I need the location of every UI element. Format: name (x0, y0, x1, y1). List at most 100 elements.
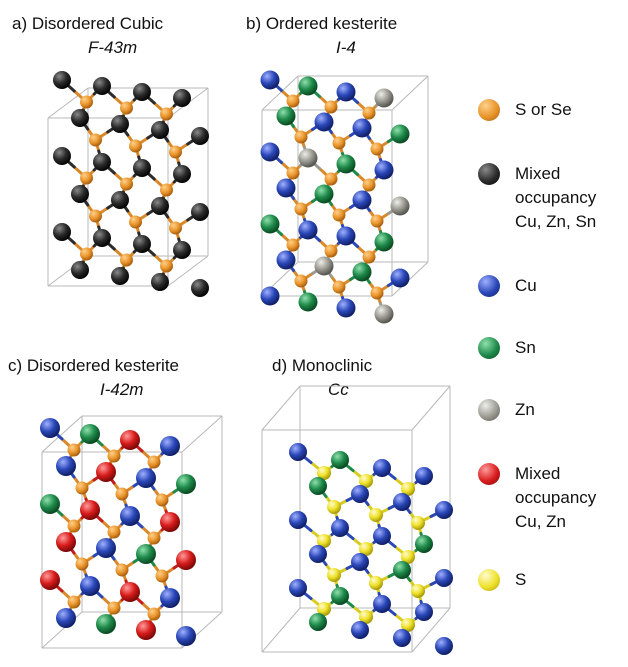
panel-d-space-group: Cc (328, 380, 349, 399)
legend-item-s: S (478, 568, 526, 592)
panel-b-cu-atom (336, 82, 356, 102)
panel-c-s-or-se-atom (107, 525, 121, 539)
panel-a-mixed-cu-zn-sn-atom (173, 241, 191, 259)
panel-d-cu-atom (351, 553, 369, 571)
panel-a-s-or-se-atom (160, 183, 173, 197)
panel-d-s-atom (317, 602, 331, 616)
panel-d-cu-atom (289, 511, 307, 529)
panel-d-cu-atom (373, 527, 391, 545)
panel-c-s-or-se-atom (147, 607, 161, 621)
panel-c-unit-cell-edge (41, 415, 83, 453)
panel-c-mixed-cu-zn-atom (96, 462, 116, 482)
panel-c-cu-atom (160, 436, 180, 456)
panel-a-mixed-cu-zn-sn-atom (93, 229, 111, 247)
panel-b-s-or-se-atom (286, 238, 300, 252)
panel-d-s-atom (401, 482, 415, 496)
panel-b-cu-atom (390, 268, 410, 288)
panel-a-title: a) Disordered Cubic (12, 14, 164, 33)
panel-d-s-atom (401, 550, 415, 564)
panel-b-cu-atom (298, 220, 318, 240)
panel-a-s-or-se-atom (160, 259, 173, 273)
panel-a-mixed-cu-zn-sn-atom (133, 159, 151, 177)
panel-d-s-atom (411, 584, 425, 598)
panel-c-cu-atom (176, 626, 196, 646)
panel-d-sn-atom (309, 477, 327, 495)
panel-c-s-or-se-atom (67, 443, 81, 457)
panel-b-s-or-se-atom (362, 106, 376, 120)
panel-d-s-atom (359, 542, 373, 556)
panel-b-s-or-se-atom (324, 100, 338, 114)
panel-a-mixed-cu-zn-sn-atom (191, 203, 209, 221)
panel-c-s-or-se-atom (107, 601, 121, 615)
panel-b-sn-atom (390, 124, 410, 144)
panel-b-sn-atom (314, 184, 334, 204)
legend-item-sn: Sn (478, 336, 536, 360)
panel-a-s-or-se-atom (129, 215, 142, 229)
panel-c-sn-atom (176, 474, 196, 494)
panel-d-cu-atom (351, 621, 369, 639)
panel-b-cu-atom (276, 250, 296, 270)
panel-d-unit-cell-edge (411, 385, 451, 431)
panel-b-s-or-se-atom (370, 286, 384, 300)
panel-c-title: c) Disordered kesterite (8, 356, 180, 375)
panel-a-mixed-cu-zn-sn-atom (151, 197, 169, 215)
panel-d-cu-atom (415, 467, 433, 485)
panel-a-mixed-cu-zn-sn-atom (151, 121, 169, 139)
panel-a-space-group: F-43m (88, 38, 138, 57)
panel-d-cu-atom (393, 493, 411, 511)
panel-a-mixed-cu-zn-sn-atom (111, 191, 129, 209)
panel-c-s-or-se-atom (147, 455, 161, 469)
legend-label: S or Se (515, 100, 572, 119)
panel-d-cu-atom (309, 545, 327, 563)
panel-a-mixed-cu-zn-sn-atom (173, 165, 191, 183)
legend-blue-sphere-icon (478, 275, 500, 297)
panel-d-s-atom (401, 618, 415, 632)
panel-d-cu-atom (351, 485, 369, 503)
panel-a-mixed-cu-zn-sn-atom (191, 127, 209, 145)
panel-c-s-or-se-atom (75, 481, 89, 495)
panel-b-sn-atom (352, 262, 372, 282)
panel-b-sn-atom (276, 106, 296, 126)
panel-a-mixed-cu-zn-sn-atom (133, 235, 151, 253)
panel-b-cu-atom (336, 298, 356, 318)
panel-c-cu-atom (56, 456, 76, 476)
legend-label: Mixed occupancy Cu, Zn (515, 464, 597, 531)
panel-b-s-or-se-atom (362, 178, 376, 192)
panel-b-sn-atom (298, 292, 318, 312)
panel-a-unit-cell-edge (167, 255, 209, 287)
panel-a-s-or-se-atom (169, 145, 182, 159)
panel-b-s-or-se-atom (294, 274, 308, 288)
panel-b-cu-atom (260, 142, 280, 162)
panel-c-mixed-cu-zn-atom (120, 582, 140, 602)
legend-label: S (515, 570, 527, 589)
legend-green-sphere-icon (478, 337, 500, 359)
panel-d-s-atom (411, 516, 425, 530)
panel-a-s-or-se-atom (89, 209, 102, 223)
panel-b-cu-atom (260, 70, 280, 90)
panel-b-unit-cell-edge (391, 75, 429, 111)
crystal-structures-figure (40, 70, 453, 655)
panel-b-s-or-se-atom (294, 130, 308, 144)
panel-a-s-or-se-atom (160, 107, 173, 121)
panel-c-cu-atom (56, 608, 76, 628)
panel-d-s-atom (359, 610, 373, 624)
panel-b-cu-atom (374, 160, 394, 180)
panel-a-mixed-cu-zn-sn-atom (93, 153, 111, 171)
panel-c-cu-atom (80, 576, 100, 596)
panel-c-s-or-se-atom (147, 531, 161, 545)
panel-d-unit-cell-edge (261, 607, 301, 653)
panel-c-mixed-cu-zn-atom (80, 500, 100, 520)
panel-c-s-or-se-atom (107, 449, 121, 463)
panel-b-cu-atom (276, 178, 296, 198)
panel-b-s-or-se-atom (324, 244, 338, 258)
panel-d-s-atom (327, 500, 341, 514)
panel-d-cu-atom (415, 603, 433, 621)
legend-gray-sphere-icon (478, 399, 500, 421)
panel-b-s-or-se-atom (324, 172, 338, 186)
panel-d-cu-atom (373, 459, 391, 477)
panel-d-sn-atom (415, 535, 433, 553)
panel-c-sn-atom (136, 544, 156, 564)
panel-c-s-or-se-atom (115, 487, 129, 501)
panel-a-s-or-se-atom (129, 139, 142, 153)
panel-d-s-atom (317, 534, 331, 548)
